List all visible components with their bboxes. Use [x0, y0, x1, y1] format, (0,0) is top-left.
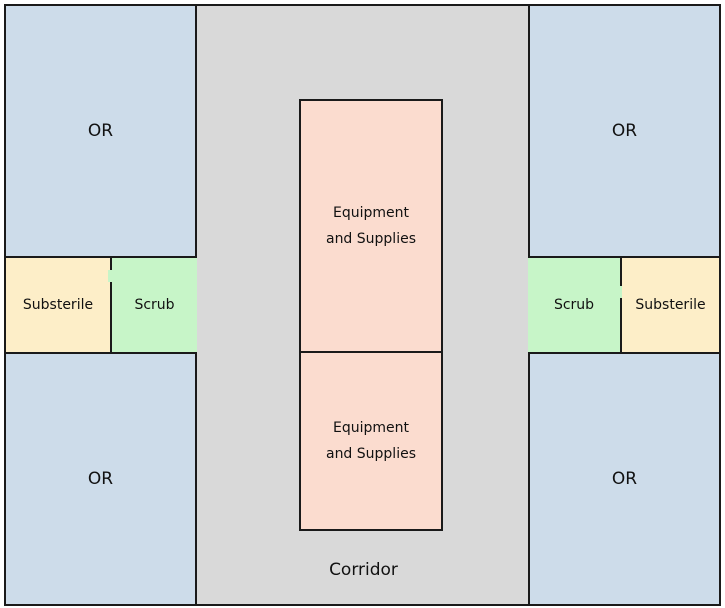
scrub-left: Scrub	[110, 256, 197, 354]
corridor-label: Corridor	[329, 560, 398, 580]
scrub-left-doorway	[108, 270, 112, 282]
equipment-label: Equipment and Supplies	[325, 420, 416, 462]
equipment-label: Equipment and Supplies	[325, 205, 416, 247]
or-bottom-left: OR	[4, 352, 197, 606]
or-label: OR	[611, 121, 638, 141]
substerile-right: Substerile	[620, 256, 721, 354]
scrub-label: Scrub	[553, 297, 595, 313]
or-bottom-right: OR	[528, 352, 721, 606]
or-label: OR	[87, 469, 114, 489]
equipment-supplies-top: Equipment and Supplies	[299, 99, 443, 353]
scrub-right: Scrub	[528, 256, 622, 354]
or-label: OR	[87, 121, 114, 141]
scrub-label: Scrub	[134, 297, 175, 313]
substerile-label: Substerile	[635, 297, 706, 313]
substerile-left: Substerile	[4, 256, 112, 354]
substerile-label: Substerile	[22, 297, 94, 313]
or-label: OR	[611, 469, 638, 489]
or-top-right: OR	[528, 4, 721, 258]
scrub-right-doorway	[618, 286, 622, 298]
or-top-left: OR	[4, 4, 197, 258]
equipment-supplies-bottom: Equipment and Supplies	[299, 351, 443, 531]
